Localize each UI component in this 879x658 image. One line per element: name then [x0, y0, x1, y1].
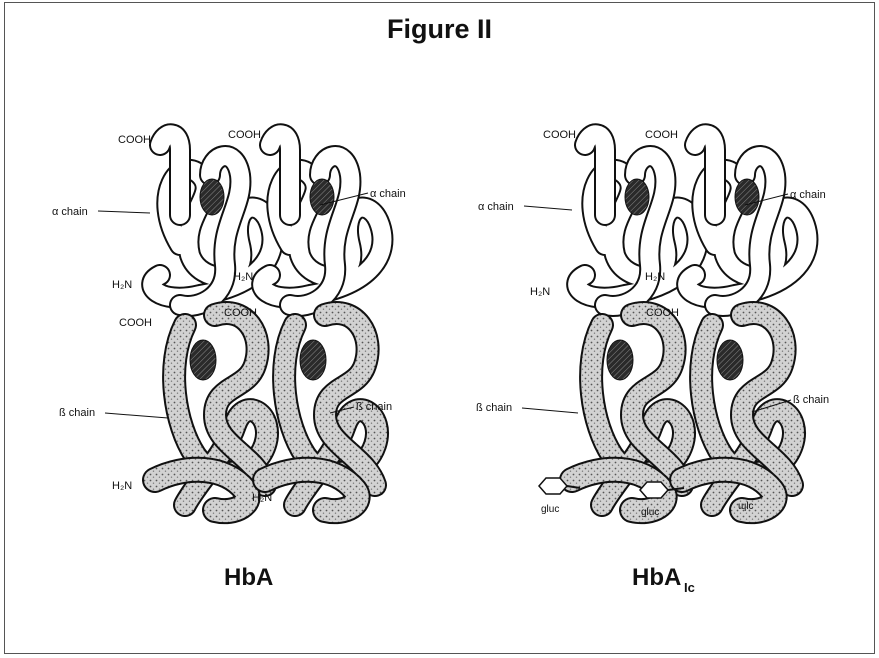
glucose-hexagon-left: [539, 478, 567, 494]
hba1c-cooh-label-3: COOH: [646, 307, 679, 319]
gluc-label-left: gluc: [541, 504, 559, 515]
hba-alpha-chain-label-right: α chain: [370, 188, 406, 200]
hba1c-h2n-label-1: H₂N: [530, 286, 550, 298]
hba-beta-subunit-left: [155, 313, 267, 511]
glucose-mark-label: ɰlc: [738, 501, 754, 512]
hba1c-cooh-label-1: COOH: [543, 129, 576, 141]
hba1c-beta-subunit-right: [682, 313, 794, 511]
hba1c-alpha-chain-label-right: α chain: [790, 189, 826, 201]
hba-cooh-label-3: COOH: [119, 317, 152, 329]
hba-alpha-subunit-right: [262, 134, 382, 306]
gluc-label-right: gluc: [641, 507, 659, 518]
hba-panel: COOH COOH α chain α chain H₂N H₂N COOH C…: [52, 129, 406, 591]
hba-h2n-label-4: H₂N: [252, 492, 272, 504]
hba1c-beta-chain-label-right: ß chain: [793, 394, 829, 406]
hba1c-caption: HbA: [632, 564, 681, 591]
glucose-hexagon-right: [640, 482, 668, 498]
hba1c-alpha-leader-left: [524, 206, 572, 210]
hba1c-alpha-subunit-right: [687, 134, 807, 306]
hba-alpha-leader-left: [98, 211, 150, 213]
hba1c-h2n-label-2: H₂N: [645, 271, 665, 283]
hba-beta-chain-label-left: ß chain: [59, 407, 95, 419]
hba-cooh-label-2: COOH: [228, 129, 261, 141]
hba-alpha-chain-label-left: α chain: [52, 206, 88, 218]
hba-h2n-label-3: H₂N: [112, 480, 132, 492]
hba1c-alpha-chain-label-left: α chain: [478, 201, 514, 213]
hba-cooh-label-1: COOH: [118, 134, 151, 146]
hba1c-panel: COOH COOH α chain α chain H₂N H₂N COOH ß…: [476, 129, 829, 595]
hba-caption: HbA: [224, 564, 273, 591]
hba1c-beta-chain-label-left: ß chain: [476, 402, 512, 414]
hba1c-caption-subscript: Ic: [684, 580, 695, 595]
hba-cooh-label-4: COOH: [224, 307, 257, 319]
hba-h2n-label-2: H₂N: [233, 271, 253, 283]
hba1c-beta-subunit-left: [572, 313, 684, 511]
hba1c-cooh-label-2: COOH: [645, 129, 678, 141]
hba-beta-chain-label-right: ß chain: [356, 401, 392, 413]
hba-h2n-label-1: H₂N: [112, 279, 132, 291]
hba1c-beta-leader-left: [522, 408, 578, 413]
hba-beta-leader-left: [105, 413, 168, 418]
